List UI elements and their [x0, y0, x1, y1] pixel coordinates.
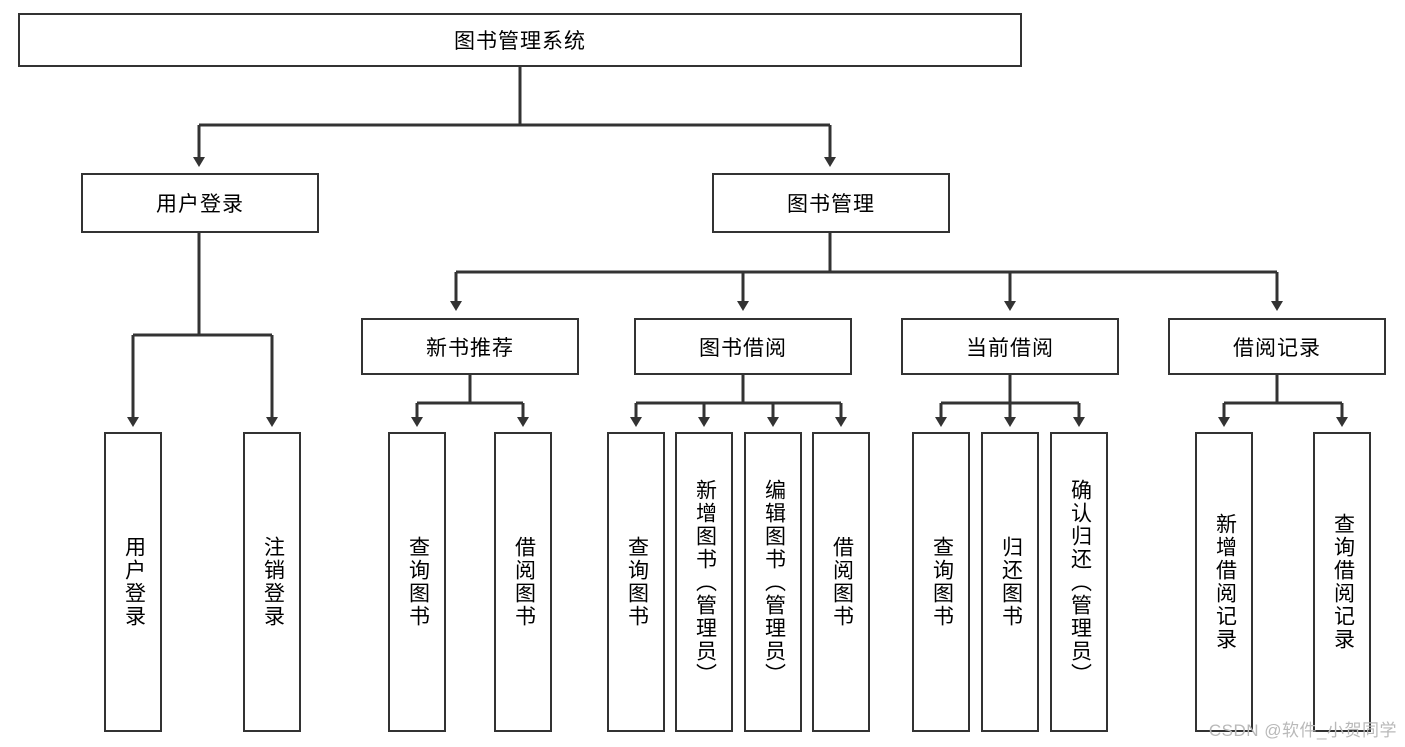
leaf-borrow-borrow-book[interactable]: 借阅图书	[812, 432, 870, 732]
leaf-label: 注销登录	[261, 536, 285, 628]
leaf-borrow-add-book[interactable]: 新增图书（管理员）	[675, 432, 733, 732]
leaf-label: 归还图书	[999, 536, 1023, 628]
leaf-new-book-query[interactable]: 查询图书	[388, 432, 446, 732]
leaf-label: 查询图书	[625, 536, 649, 628]
node-root[interactable]: 图书管理系统	[18, 13, 1022, 67]
node-user-login-label: 用户登录	[156, 193, 244, 216]
leaf-record-add[interactable]: 新增借阅记录	[1195, 432, 1253, 732]
leaf-label: 新增借阅记录	[1213, 513, 1237, 651]
leaf-borrow-edit-book[interactable]: 编辑图书（管理员）	[744, 432, 802, 732]
leaf-label: 编辑图书（管理员）	[762, 478, 786, 686]
leaf-user-login-login[interactable]: 用户登录	[104, 432, 162, 732]
leaf-current-query-book[interactable]: 查询图书	[912, 432, 970, 732]
node-current-borrow-label: 当前借阅	[966, 336, 1054, 360]
leaf-current-return-book[interactable]: 归还图书	[981, 432, 1039, 732]
leaf-label: 确认归还（管理员）	[1068, 478, 1092, 686]
leaf-label: 借阅图书	[512, 536, 536, 628]
node-new-book-recommend-label: 新书推荐	[426, 336, 514, 360]
node-borrow-record[interactable]: 借阅记录	[1168, 318, 1386, 375]
leaf-label: 借阅图书	[830, 536, 854, 628]
leaf-new-book-borrow[interactable]: 借阅图书	[494, 432, 552, 732]
node-book-manage[interactable]: 图书管理	[712, 173, 950, 233]
node-current-borrow[interactable]: 当前借阅	[901, 318, 1119, 375]
leaf-label: 新增图书（管理员）	[693, 478, 717, 686]
node-book-manage-label: 图书管理	[787, 193, 875, 216]
node-book-borrow[interactable]: 图书借阅	[634, 318, 852, 375]
leaf-label: 查询借阅记录	[1331, 513, 1355, 651]
node-borrow-record-label: 借阅记录	[1233, 336, 1321, 360]
leaf-current-confirm-return[interactable]: 确认归还（管理员）	[1050, 432, 1108, 732]
node-new-book-recommend[interactable]: 新书推荐	[361, 318, 579, 375]
leaf-label: 用户登录	[122, 536, 146, 628]
leaf-record-query[interactable]: 查询借阅记录	[1313, 432, 1371, 732]
node-user-login[interactable]: 用户登录	[81, 173, 319, 233]
leaf-label: 查询图书	[930, 536, 954, 628]
node-root-label: 图书管理系统	[454, 30, 586, 53]
leaf-label: 查询图书	[406, 536, 430, 628]
leaf-user-login-logout[interactable]: 注销登录	[243, 432, 301, 732]
leaf-borrow-query-book[interactable]: 查询图书	[607, 432, 665, 732]
node-book-borrow-label: 图书借阅	[699, 336, 787, 360]
watermark: CSDN @软件_小贺同学	[1208, 721, 1397, 740]
